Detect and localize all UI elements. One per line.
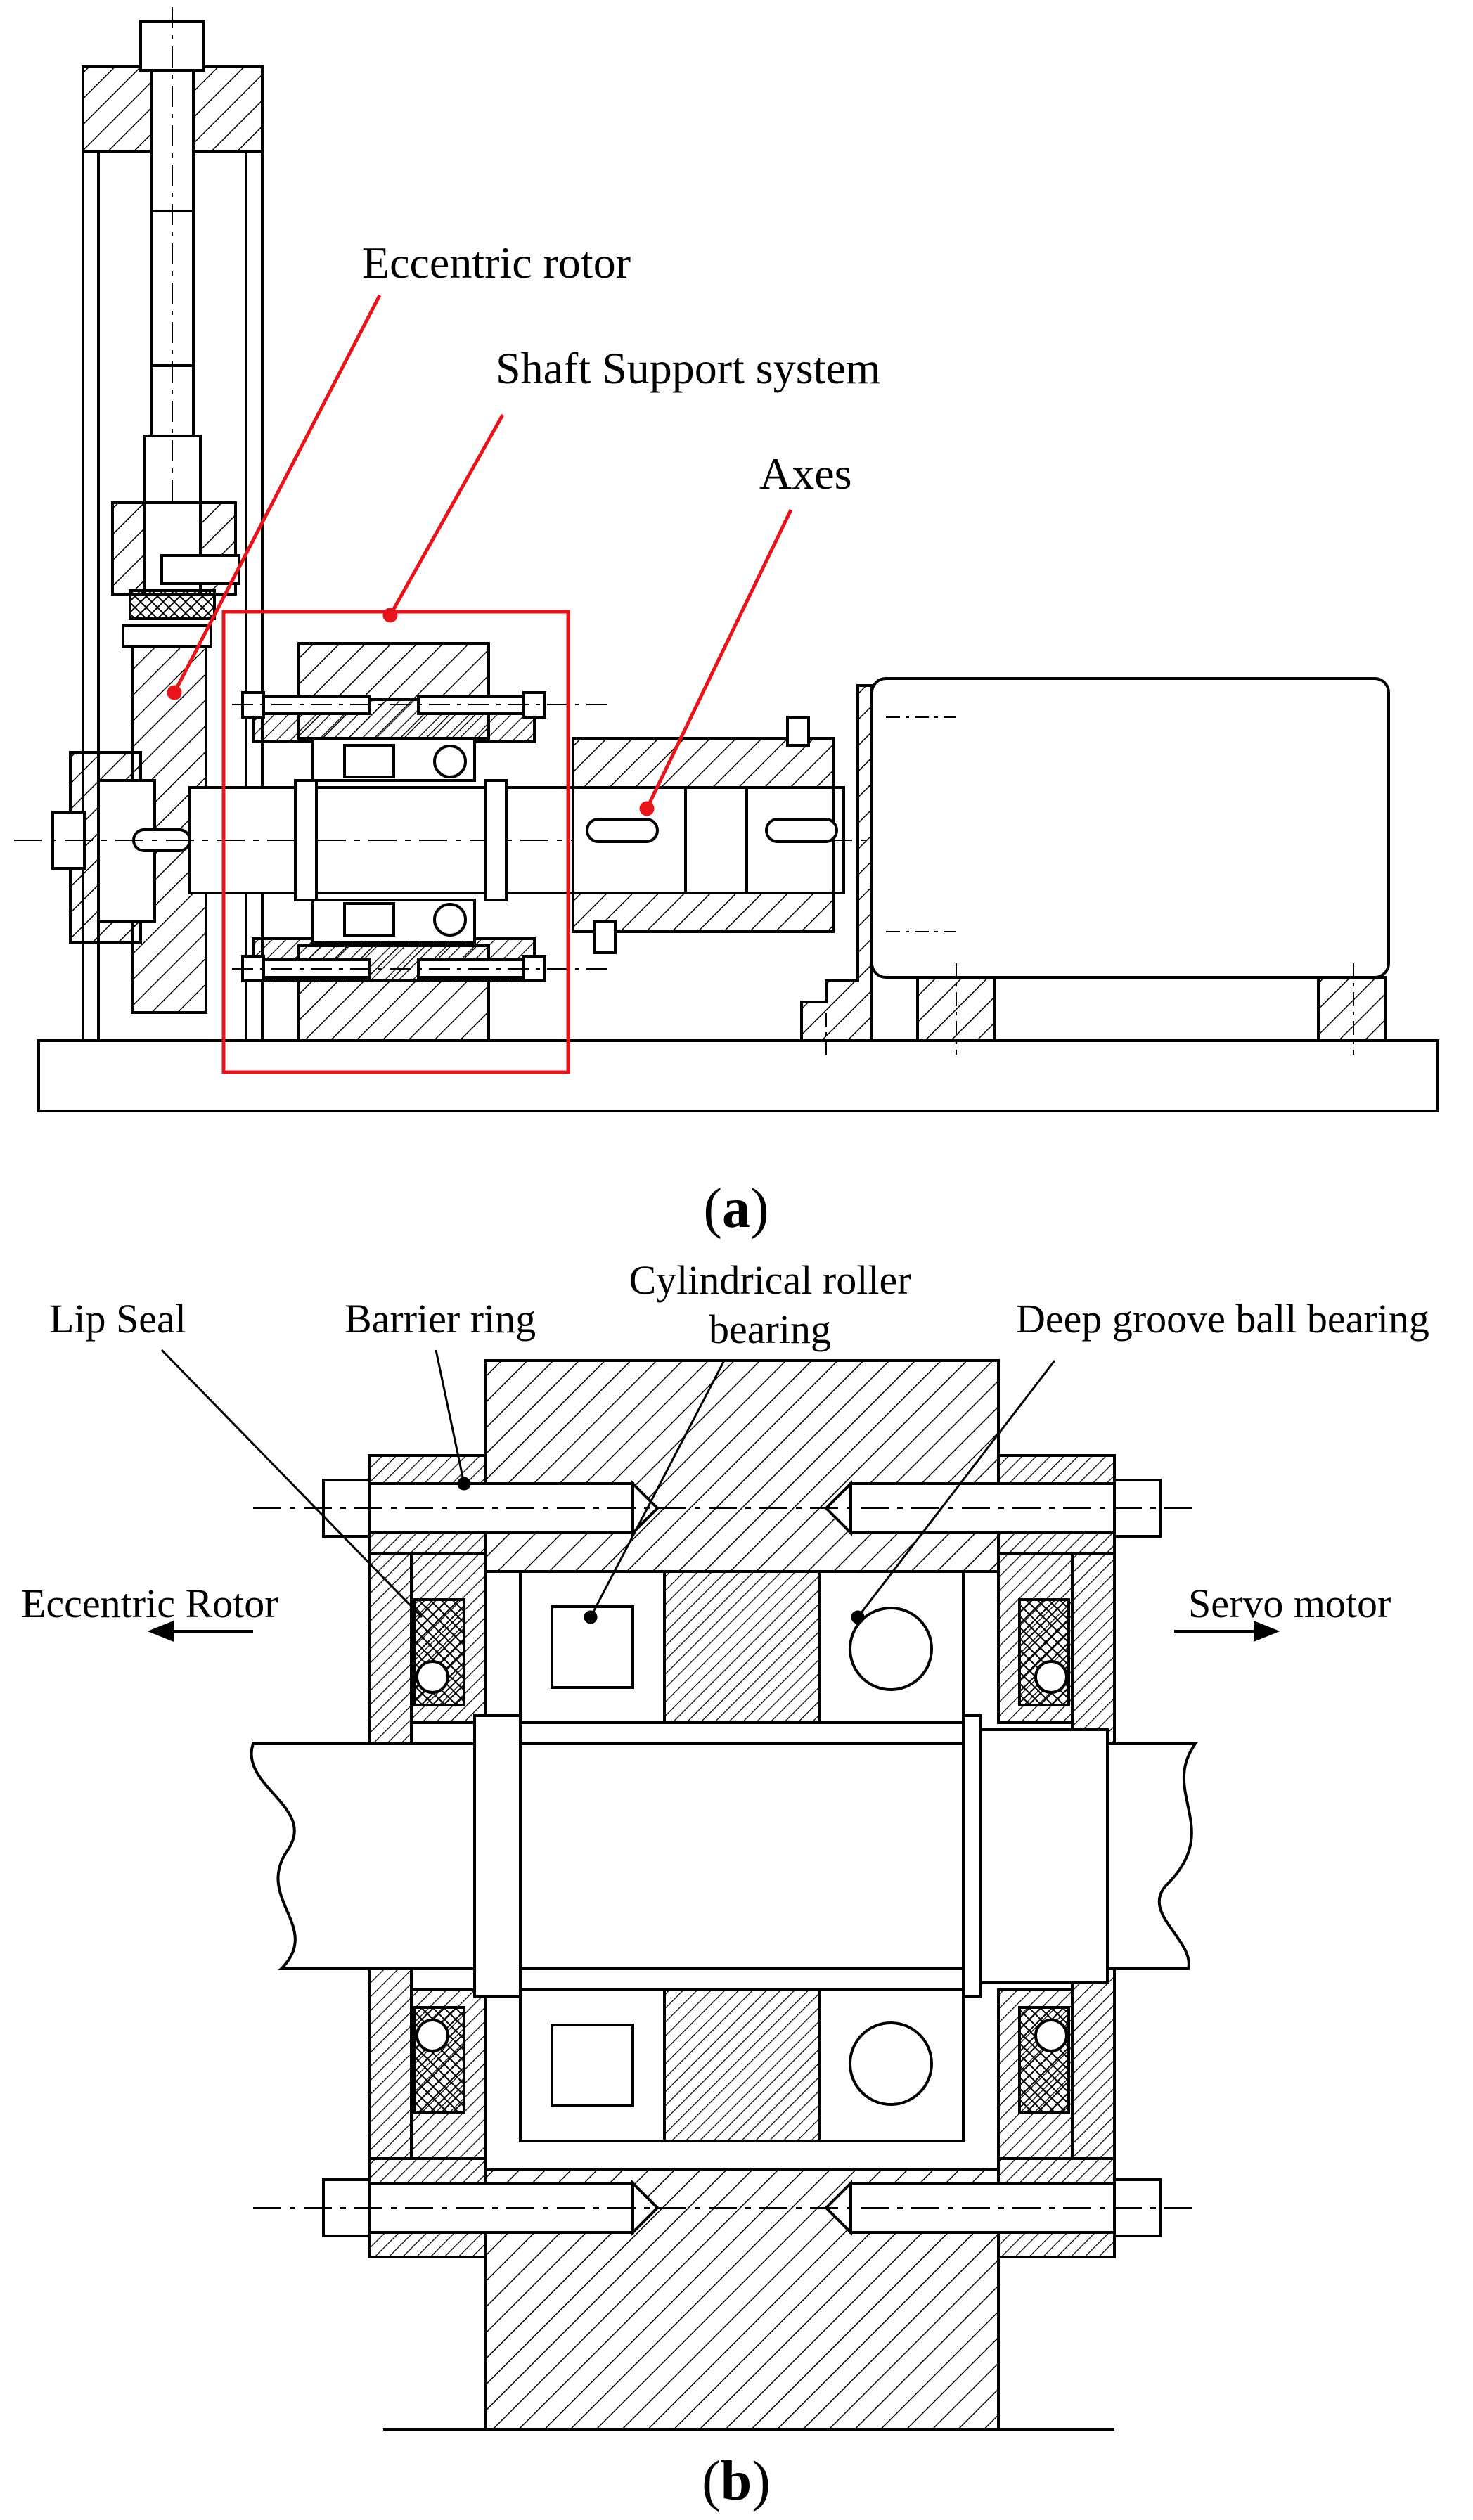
panel-a bbox=[14, 7, 1439, 1112]
axes-leader bbox=[645, 508, 793, 810]
label-eccentric-rotor-b: Eccentric Rotor bbox=[21, 1581, 278, 1626]
label-barrier-ring: Barrier ring bbox=[345, 1296, 536, 1342]
label-lip-seal: Lip Seal bbox=[49, 1296, 186, 1342]
housing-top-detail bbox=[484, 1359, 1000, 1573]
cylindrical-roller-leader bbox=[589, 1360, 726, 1618]
panel-b bbox=[250, 1359, 1198, 2431]
panel-a-callouts bbox=[167, 294, 793, 1074]
deep-groove-ball-bearing-bottom bbox=[818, 1988, 965, 2142]
label-eccentric-rotor: Eccentric rotor bbox=[362, 238, 631, 288]
panel-a-labels: Eccentric rotor Shaft Support system Axe… bbox=[362, 238, 881, 499]
caption-b: (b) bbox=[702, 2450, 771, 2512]
lip-seal-leader bbox=[160, 1349, 423, 1619]
caption-a: (a) bbox=[703, 1178, 768, 1240]
label-cylindrical-roller: Cylindrical roller bbox=[629, 1257, 911, 1303]
label-deep-groove-ball-bearing: Deep groove ball bearing bbox=[1016, 1296, 1429, 1342]
panel-b-leaders bbox=[160, 1349, 1056, 1624]
motor-bracket bbox=[800, 684, 873, 1042]
base-plate bbox=[37, 1039, 1439, 1112]
barrier-ring-leader bbox=[435, 1349, 465, 1484]
panel-b-labels: Lip Seal Barrier ring Cylindrical roller… bbox=[21, 1257, 1429, 1626]
label-bearing: bearing bbox=[709, 1306, 831, 1352]
shaft-support-leader bbox=[388, 413, 505, 617]
servo-motor bbox=[870, 677, 1390, 979]
panel-b-arrows bbox=[147, 1621, 1280, 1642]
label-servo-motor: Servo motor bbox=[1188, 1581, 1391, 1626]
label-axes: Axes bbox=[759, 449, 852, 499]
label-shaft-support-system: Shaft Support system bbox=[496, 343, 881, 393]
eccentric-rotor-leader bbox=[172, 294, 382, 694]
deep-groove-leader bbox=[856, 1360, 1056, 1618]
